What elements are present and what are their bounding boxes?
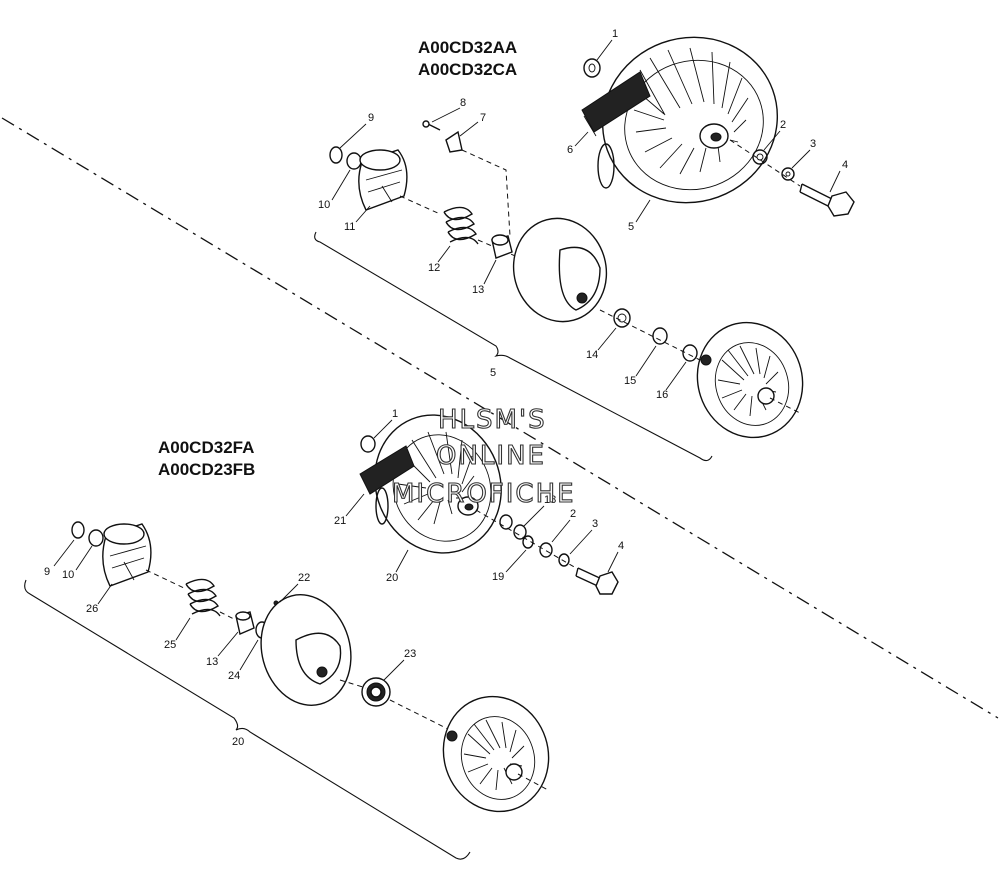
lower-bolt-4 (575, 567, 619, 595)
lower-spring-25 (185, 578, 221, 617)
watermark: HLSM'S ONLINE MICROFICHE (391, 404, 576, 509)
lower-callout-24: 24 (228, 670, 240, 682)
divider-line (1, 117, 999, 719)
upper-washer-15 (652, 327, 668, 345)
upper-snapring-9 (329, 146, 343, 164)
lower-group-callout-20: 20 (232, 736, 244, 748)
upper-callout-8: 8 (460, 97, 466, 109)
upper-callout-1: 1 (612, 28, 618, 40)
upper-callouts: 1 2 3 4 5 6 7 8 9 10 11 12 13 14 15 16 5 (318, 28, 848, 401)
upper-callout-3: 3 (810, 138, 816, 150)
upper-callout-4: 4 (842, 159, 848, 171)
upper-callout-10: 10 (318, 199, 330, 211)
upper-lockwasher-3 (781, 167, 795, 181)
lower-callouts: 1 18 2 3 4 19 20 21 9 10 26 25 13 24 22 … (44, 408, 624, 748)
lower-callout-1: 1 (392, 408, 398, 420)
upper-callout-15: 15 (624, 375, 636, 387)
lower-washer-18b (513, 524, 527, 540)
lower-assembly: A00CD32FA A00CD23FB (24, 414, 619, 860)
lower-belt-segment (359, 445, 415, 495)
lower-model-code-1: A00CD32FA (158, 438, 254, 457)
upper-callout-14: 14 (586, 349, 598, 361)
watermark-line-3: MICROFICHE (392, 479, 576, 509)
lower-callout-2: 2 (570, 508, 576, 520)
lower-callout-22: 22 (298, 572, 310, 584)
upper-drive-sheave (597, 36, 779, 204)
lower-spacer-19 (522, 535, 534, 549)
upper-callout-16: 16 (656, 389, 668, 401)
lower-callout-20: 20 (386, 572, 398, 584)
lower-callout-18: 18 (544, 494, 556, 506)
upper-callout-11: 11 (344, 221, 355, 233)
upper-screw-8 (427, 123, 441, 131)
lower-callout-21: 21 (334, 515, 346, 527)
lower-callout-3: 3 (592, 518, 598, 530)
upper-bushing-13 (491, 234, 513, 259)
upper-model-code-2: A00CD32CA (418, 60, 517, 79)
lower-group-bracket (24, 579, 471, 860)
upper-fixed-sheave (696, 321, 804, 439)
upper-spring-12 (443, 206, 479, 245)
watermark-line-2: ONLINE (436, 441, 546, 471)
upper-callout-12: 12 (428, 262, 440, 274)
lower-washer-18a (499, 514, 513, 530)
upper-weight-7 (445, 130, 463, 153)
lower-callout-10: 10 (62, 569, 74, 581)
watermark-line-1: HLSM'S (438, 405, 547, 435)
lower-bushing-13 (235, 611, 255, 635)
lower-spider-26 (102, 523, 152, 587)
upper-washer-16 (682, 344, 698, 362)
lower-washer-10 (88, 529, 104, 547)
upper-callout-9: 9 (368, 112, 374, 124)
upper-washer-1 (583, 58, 601, 78)
lower-callout-4: 4 (618, 540, 624, 552)
lower-movable-sheave (260, 594, 352, 706)
upper-belt-segment (581, 71, 651, 133)
lower-snapring-9 (71, 521, 85, 539)
lower-lockwasher-3 (558, 553, 570, 567)
upper-group-callout-5: 5 (490, 367, 496, 379)
lower-callout-9: 9 (44, 566, 50, 578)
lower-callout-23: 23 (404, 648, 416, 660)
lower-callout-26: 26 (86, 603, 98, 615)
upper-callout-5: 5 (628, 221, 634, 233)
upper-group-bracket (314, 231, 713, 462)
lower-washer-1 (360, 435, 376, 453)
lower-callout-25: 25 (164, 639, 176, 651)
lower-bearing-23 (361, 677, 391, 707)
lower-washer-2 (539, 542, 553, 558)
upper-spider-11 (358, 149, 408, 211)
lower-model-code-2: A00CD23FB (158, 460, 255, 479)
upper-washer-10 (346, 152, 362, 170)
lower-callout-13: 13 (206, 656, 218, 668)
upper-washer-2 (752, 149, 768, 165)
upper-callout-6: 6 (567, 144, 573, 156)
upper-callout-7: 7 (480, 112, 486, 124)
lower-callout-19: 19 (492, 571, 504, 583)
upper-callout-2: 2 (780, 119, 786, 131)
upper-bolt-4 (799, 183, 855, 217)
upper-callout-13: 13 (472, 284, 484, 296)
upper-model-code-1: A00CD32AA (418, 38, 517, 57)
lower-fixed-sheave (442, 695, 550, 813)
upper-assembly: A00CD32AA A00CD32CA (314, 36, 855, 462)
upper-movable-sheave (512, 217, 608, 323)
